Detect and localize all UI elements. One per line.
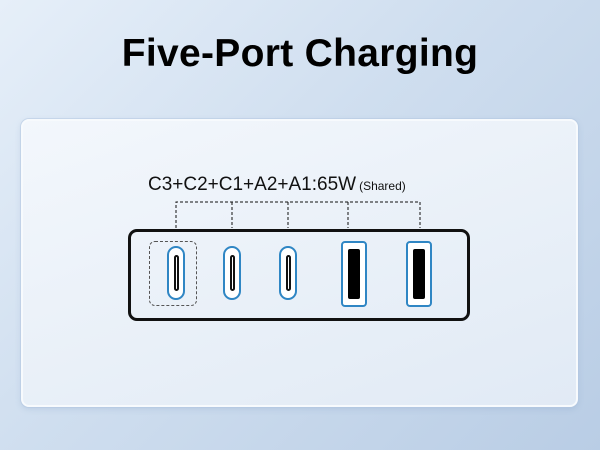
usb-c-port-c3 [167,246,185,300]
power-label-main: C3+C2+C1+A2+A1:65W [148,174,357,195]
usb-a-port-a2 [341,241,367,307]
usb-c-slot-icon [174,255,179,291]
selected-port-highlight [149,241,197,306]
usb-c-port-c1 [279,246,297,300]
charger-body [128,229,470,321]
usb-c-slot-icon [230,255,235,291]
usb-a-slot-icon [348,249,360,299]
power-label: C3+C2+C1+A2+A1:65W(Shared) [148,174,406,196]
usb-a-slot-icon [413,249,425,299]
usb-c-slot-icon [286,255,291,291]
charger-panel [21,119,578,407]
page-title: Five-Port Charging [121,32,479,75]
power-label-note: (Shared) [359,179,406,193]
connector-bracket [175,201,421,228]
usb-a-port-a1 [406,241,432,307]
usb-c-port-c2 [223,246,241,300]
